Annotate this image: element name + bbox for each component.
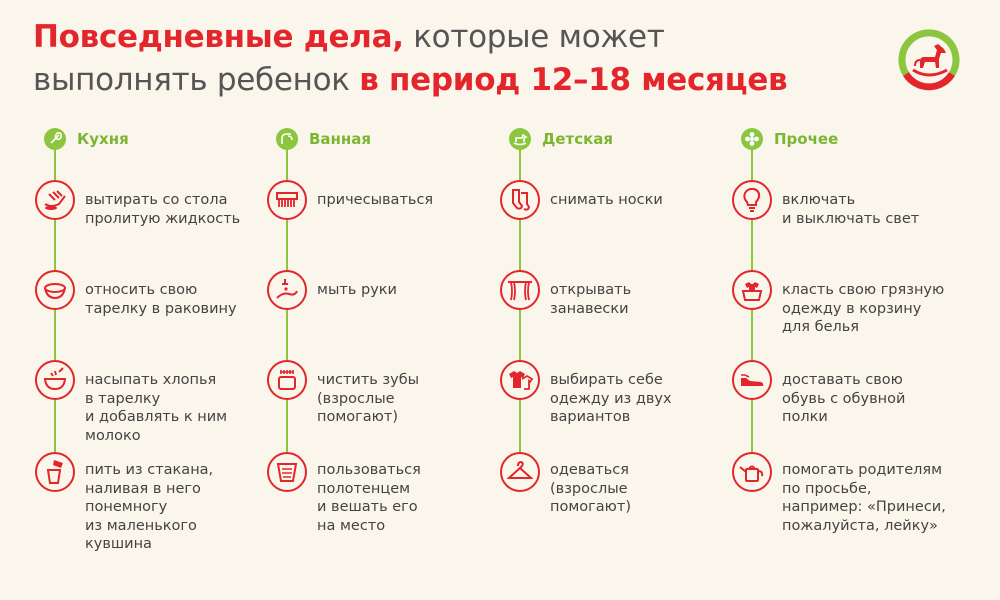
- title-text-2: выполнять ребенок: [33, 62, 360, 98]
- hanger-icon: [500, 452, 540, 492]
- cereal-bowl-icon: [35, 360, 75, 400]
- list-item: причесываться: [317, 192, 434, 208]
- column-title: Ванная: [309, 130, 372, 148]
- plate-icon: [35, 270, 75, 310]
- wipe-spill-icon: [35, 180, 75, 220]
- list-item: мыть руки: [317, 282, 397, 298]
- rocking-horse-logo-icon: [893, 24, 965, 96]
- light-bulb-icon: [732, 180, 772, 220]
- list-item: класть свою грязную одежду в корзину для…: [782, 282, 945, 335]
- list-item: включать и выключать свет: [782, 192, 920, 227]
- column-title: Прочее: [774, 130, 839, 148]
- clothes-choice-icon: [500, 360, 540, 400]
- wash-hands-icon: [267, 270, 307, 310]
- title-text-1: которые может: [403, 19, 665, 55]
- column-title: Кухня: [77, 130, 129, 148]
- column-bathroom: Ванная причесываться мыть руки чистить з…: [267, 124, 502, 584]
- laundry-basket-icon: [732, 270, 772, 310]
- socks-icon: [500, 180, 540, 220]
- toothpaste-icon: [267, 360, 307, 400]
- list-item: чистить зубы (взрослые помогают): [317, 372, 420, 425]
- column-title: Детская: [542, 130, 614, 148]
- list-item: одеваться (взрослые помогают): [550, 462, 631, 515]
- flower-icon: [741, 128, 763, 150]
- whisk-icon: [44, 128, 66, 150]
- shoes-icon: [732, 360, 772, 400]
- towel-icon: [267, 452, 307, 492]
- column-nursery: Детская снимать носки открывать занавеск…: [500, 124, 735, 584]
- column-kitchen: Кухня вытирать со стола пролитую жидкост…: [35, 124, 270, 584]
- list-item: пить из стакана, наливая в него понемног…: [85, 462, 214, 552]
- column-other: Прочее включать и выключать свет класть …: [732, 124, 967, 584]
- curtains-icon: [500, 270, 540, 310]
- glass-pitcher-icon: [35, 452, 75, 492]
- list-item: относить свою тарелку в раковину: [85, 282, 237, 317]
- watering-can-icon: [732, 452, 772, 492]
- list-item: выбирать себе одежду из двух вариантов: [550, 372, 672, 425]
- title-highlight-1: Повседневные дела,: [33, 19, 404, 55]
- page-title: Повседневные дела, которые может выполня…: [33, 16, 788, 102]
- list-item: доставать свою обувь с обувной полки: [782, 372, 906, 425]
- list-item: снимать носки: [550, 192, 663, 208]
- comb-icon: [267, 180, 307, 220]
- list-item: помогать родителям по просьбе, например:…: [782, 462, 946, 534]
- rocking-horse-icon: [509, 128, 531, 150]
- list-item: насыпать хлопья в тарелку и добавлять к …: [85, 372, 228, 444]
- title-highlight-2: в период 12–18 месяцев: [359, 62, 788, 98]
- list-item: пользоваться полотенцем и вешать его на …: [317, 462, 421, 534]
- list-item: вытирать со стола пролитую жидкость: [85, 192, 241, 227]
- shower-icon: [276, 128, 298, 150]
- list-item: открывать занавески: [550, 282, 632, 317]
